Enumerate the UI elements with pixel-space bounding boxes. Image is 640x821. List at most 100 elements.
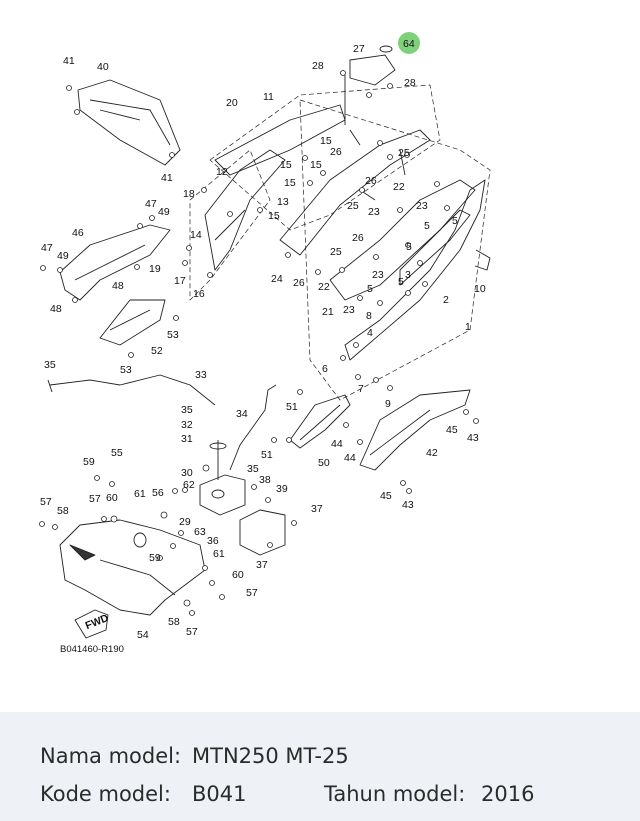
callout-37-2: 37 bbox=[256, 559, 268, 571]
callout-62: 62 bbox=[183, 479, 195, 491]
callout-38: 38 bbox=[259, 474, 271, 486]
callout-51: 51 bbox=[286, 401, 298, 413]
callout-2: 2 bbox=[443, 294, 449, 306]
callout-55: 55 bbox=[111, 447, 123, 459]
callout-24: 24 bbox=[271, 273, 283, 285]
callout-18: 18 bbox=[183, 188, 195, 200]
callout-45: 45 bbox=[446, 424, 458, 436]
callout-37: 37 bbox=[311, 503, 323, 515]
callout-47-2: 47 bbox=[41, 242, 53, 254]
model-name-value: MTN250 MT-25 bbox=[192, 744, 349, 768]
callout-58-2: 58 bbox=[168, 616, 180, 628]
callout-numbers: 1234555556789101112131415151515151617181… bbox=[40, 38, 486, 641]
part-1-shape bbox=[344, 179, 486, 361]
callout-46: 46 bbox=[72, 227, 84, 239]
callout-26-2: 26 bbox=[365, 175, 377, 187]
callout-3: 3 bbox=[405, 269, 411, 281]
callout-5: 5 bbox=[452, 215, 458, 227]
callout-4: 4 bbox=[367, 327, 373, 339]
callout-27: 27 bbox=[353, 43, 365, 55]
part-34-hose bbox=[229, 384, 277, 471]
fasteners bbox=[39, 70, 479, 616]
fwd-label: FWD bbox=[84, 612, 111, 632]
part-29-shape bbox=[199, 474, 246, 516]
callout-34: 34 bbox=[236, 408, 248, 420]
frame-rail-left bbox=[279, 129, 431, 256]
assembly-outlines bbox=[189, 84, 491, 401]
callout-23-3: 23 bbox=[372, 269, 384, 281]
callout-1: 1 bbox=[465, 321, 471, 333]
highlight-part-64 bbox=[398, 32, 420, 54]
callout-51-2: 51 bbox=[261, 449, 273, 461]
callout-57: 57 bbox=[40, 496, 52, 508]
callout-47: 47 bbox=[145, 198, 157, 210]
callout-13: 13 bbox=[277, 196, 289, 208]
callout-59-2: 59 bbox=[149, 552, 161, 564]
callout-25-3: 25 bbox=[330, 246, 342, 258]
part-46-shape bbox=[59, 224, 171, 301]
callout-16: 16 bbox=[193, 288, 205, 300]
callout-49: 49 bbox=[158, 206, 170, 218]
callout-22-2: 22 bbox=[318, 281, 330, 293]
callout-50: 50 bbox=[318, 457, 330, 469]
frame-rail-right bbox=[329, 179, 476, 301]
callout-23: 23 bbox=[368, 206, 380, 218]
callout-49-2: 49 bbox=[57, 250, 69, 262]
callout-10: 10 bbox=[474, 283, 486, 295]
callout-28: 28 bbox=[312, 60, 324, 72]
model-code-label: Kode model: bbox=[40, 782, 171, 806]
callout-6: 6 bbox=[322, 363, 328, 375]
callout-57-3: 57 bbox=[246, 587, 258, 599]
callout-43: 43 bbox=[467, 432, 479, 444]
callout-23-2: 23 bbox=[416, 200, 428, 212]
callout-60-2: 60 bbox=[232, 569, 244, 581]
callout-48-2: 48 bbox=[50, 303, 62, 315]
callout-8: 8 bbox=[366, 310, 372, 322]
callout-29: 29 bbox=[179, 516, 191, 528]
model-year-value: 2016 bbox=[481, 782, 535, 806]
callout-44: 44 bbox=[331, 438, 343, 450]
callout-64: 64 bbox=[403, 38, 415, 50]
callout-15: 15 bbox=[320, 135, 332, 147]
callout-58: 58 bbox=[57, 505, 69, 517]
part-50-shape bbox=[289, 394, 351, 449]
callout-12: 12 bbox=[216, 166, 228, 178]
part-42-shape bbox=[359, 389, 471, 471]
diagram-code: B041460-R190 bbox=[60, 644, 124, 655]
callout-43-2: 43 bbox=[402, 499, 414, 511]
model-year-label: Tahun model: bbox=[324, 782, 466, 806]
callout-39: 39 bbox=[276, 483, 288, 495]
callout-23-4: 23 bbox=[343, 304, 355, 316]
callout-53-2: 53 bbox=[120, 364, 132, 376]
callout-35: 35 bbox=[44, 359, 56, 371]
callout-61-2: 61 bbox=[213, 548, 225, 560]
callout-9: 9 bbox=[385, 398, 391, 410]
callout-52: 52 bbox=[151, 345, 163, 357]
callout-35-3: 35 bbox=[247, 463, 259, 475]
part-36-shape bbox=[239, 509, 286, 556]
callout-21: 21 bbox=[322, 306, 334, 318]
exploded-parts-diagram: 1234555556789101112131415151515151617181… bbox=[39, 32, 491, 655]
callout-28-2: 28 bbox=[404, 77, 416, 89]
callout-25-2: 25 bbox=[347, 200, 359, 212]
callout-7: 7 bbox=[358, 383, 364, 395]
callout-5-2: 5 bbox=[424, 220, 430, 232]
callout-48: 48 bbox=[112, 280, 124, 292]
part-12-shape bbox=[204, 149, 286, 271]
callout-60: 60 bbox=[106, 492, 118, 504]
callout-61: 61 bbox=[134, 488, 146, 500]
callout-42: 42 bbox=[426, 447, 438, 459]
callout-25: 25 bbox=[398, 147, 410, 159]
callout-26: 26 bbox=[330, 146, 342, 158]
part-40-shape bbox=[77, 79, 181, 166]
callout-15-3: 15 bbox=[284, 177, 296, 189]
callout-26-4: 26 bbox=[293, 277, 305, 289]
callout-15-2: 15 bbox=[310, 159, 322, 171]
callout-33: 33 bbox=[195, 369, 207, 381]
model-code-value: B041 bbox=[192, 782, 247, 806]
callout-19: 19 bbox=[149, 263, 161, 275]
callout-22: 22 bbox=[393, 181, 405, 193]
callout-35-2: 35 bbox=[181, 404, 193, 416]
callout-5-5: 5 bbox=[367, 283, 373, 295]
part-54-shape bbox=[59, 519, 206, 616]
